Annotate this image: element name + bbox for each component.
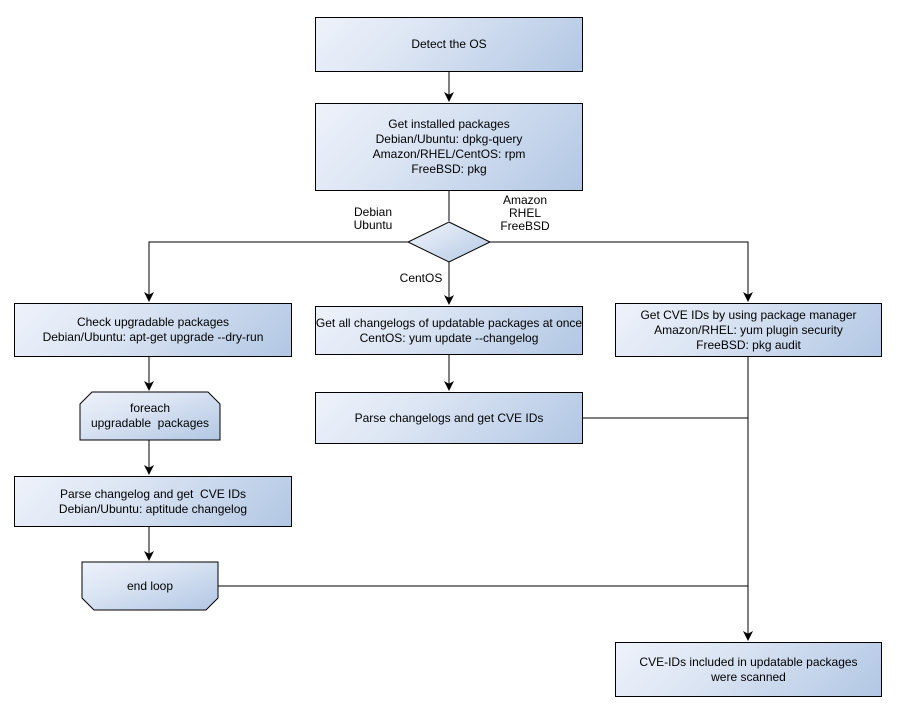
edge-label-text: RHEL (508, 206, 541, 220)
node-text: Amazon/RHEL/CentOS: rpm (372, 147, 526, 161)
edge-label-debian-ubuntu: Debian Ubuntu (338, 206, 408, 232)
node-text: Get CVE IDs by using package manager (640, 307, 857, 322)
node-text: CVE-IDs included in updatable packages (639, 654, 858, 669)
edge-label-text: FreeBSD (500, 219, 550, 233)
node-text: Parse changelogs and get CVE IDs (354, 410, 544, 425)
edge-label-text: Debian (353, 205, 393, 219)
node-detect-os: Detect the OS (315, 17, 583, 72)
edge-label-centos: CentOS (393, 272, 449, 285)
node-text: Amazon/RHEL: yum plugin security (654, 322, 843, 337)
node-text: Get installed packages (388, 117, 510, 131)
edge-label-amazon-rhel-freebsd: Amazon RHEL FreeBSD (494, 194, 556, 233)
edge-label-text: Ubuntu (353, 218, 393, 232)
foreach-loop-shape (79, 391, 221, 441)
end-loop-shape (81, 561, 219, 611)
node-get-installed-packages: Get installed packages Debian/Ubuntu: dp… (315, 103, 583, 191)
node-parse-changelogs-mid: Parse changelogs and get CVE IDs (315, 392, 583, 444)
node-cve-ids-scanned: CVE-IDs included in updatable packages w… (615, 642, 882, 697)
node-text: CentOS: yum update --changelog (359, 330, 539, 345)
node-text: Parse changelog and get CVE IDs (59, 486, 247, 501)
node-parse-changelog-left: Parse changelog and get CVE IDs Debian/U… (14, 476, 292, 527)
node-get-cve-ids-pkg-manager: Get CVE IDs by using package manager Ama… (615, 303, 882, 357)
node-text: FreeBSD: pkg (411, 162, 487, 176)
node-check-upgradable-packages: Check upgradable packages Debian/Ubuntu:… (14, 303, 292, 357)
node-text: FreeBSD: pkg audit (696, 337, 801, 352)
node-text: Check upgradable packages (76, 315, 230, 329)
node-get-all-changelogs: Get all changelogs of updatable packages… (315, 306, 583, 355)
edge-label-text: CentOS (399, 271, 443, 285)
edge-decision-left (144, 241, 408, 302)
os-decision-diamond (406, 221, 492, 263)
node-text: Debian/Ubuntu: apt-get upgrade --dry-run (42, 330, 264, 344)
node-text: Debian/Ubuntu: aptitude changelog (58, 501, 248, 516)
node-text: were scanned (711, 669, 786, 684)
node-text: Debian/Ubuntu: dpkg-query (375, 132, 523, 146)
node-text: Get all changelogs of updatable packages… (315, 315, 583, 330)
node-text: Detect the OS (411, 37, 487, 51)
edge-label-text: Amazon (502, 193, 548, 207)
edge-decision-right (490, 241, 753, 302)
